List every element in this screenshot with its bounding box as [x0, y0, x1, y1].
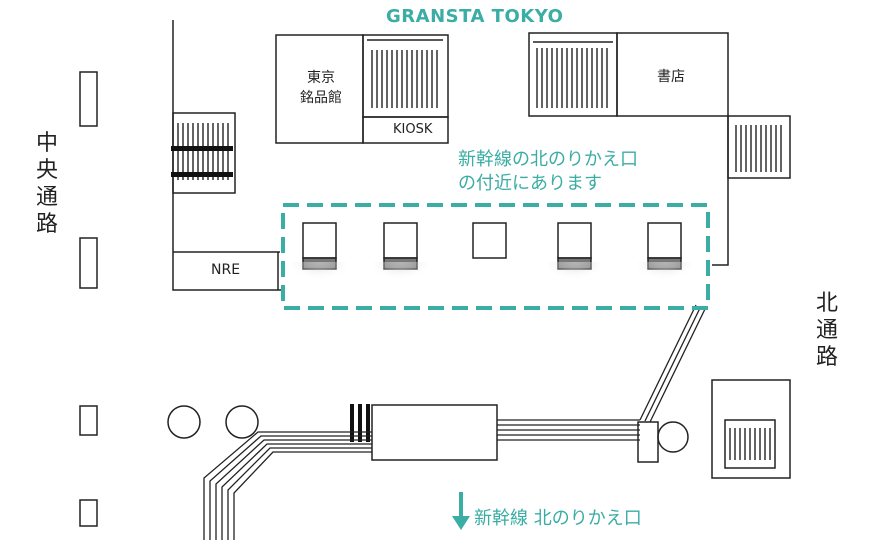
lower-corridor-block: [371, 404, 498, 461]
highlight-area: [281, 203, 710, 310]
north-stairs-box: [711, 379, 791, 479]
shop-bookstore-label: 書店: [657, 69, 685, 85]
corridor-end-post: [637, 421, 659, 463]
west-passage-label: 中 央 通 路: [36, 131, 59, 237]
west-pillar-2: [79, 237, 98, 289]
north-stairs-inner: [724, 419, 776, 469]
column-3: [657, 421, 689, 453]
west-pillar-4: [79, 499, 98, 527]
gate-3: [472, 222, 507, 259]
direction-label: 新幹線 北のりかえ口: [474, 508, 642, 529]
gate-1: [302, 222, 337, 259]
highlight-note: 新幹線の北のりかえ口 の付近にあります: [458, 149, 638, 194]
shop-kiosk-box: [362, 116, 449, 144]
gate-4: [557, 222, 592, 259]
stairs-icon: [177, 39, 782, 460]
stairs-center-box: [362, 34, 449, 118]
north-passage-label: 北 通 路: [816, 291, 839, 370]
gate-5: [647, 222, 682, 259]
west-pillar-3: [79, 405, 98, 436]
shop-kiosk-label: KIOSK: [393, 122, 433, 137]
west-pillar-1: [79, 71, 98, 127]
shop-nre-label: NRE: [211, 262, 241, 278]
gate-2: [383, 222, 418, 259]
top-label: GRANSTA TOKYO: [386, 6, 564, 27]
central-block-outline: [172, 20, 283, 291]
column-2: [225, 405, 259, 439]
shop-meihinkan-label: 東京 銘品館: [300, 70, 342, 106]
column-1: [167, 405, 201, 439]
west-stairs-box: [172, 112, 236, 194]
east-stairs-box: [727, 115, 791, 179]
arrow-down-icon: [452, 492, 470, 530]
shop-bookstore-box: [616, 32, 729, 117]
walkway-lines: [203, 304, 707, 540]
east-wall: [712, 116, 729, 266]
